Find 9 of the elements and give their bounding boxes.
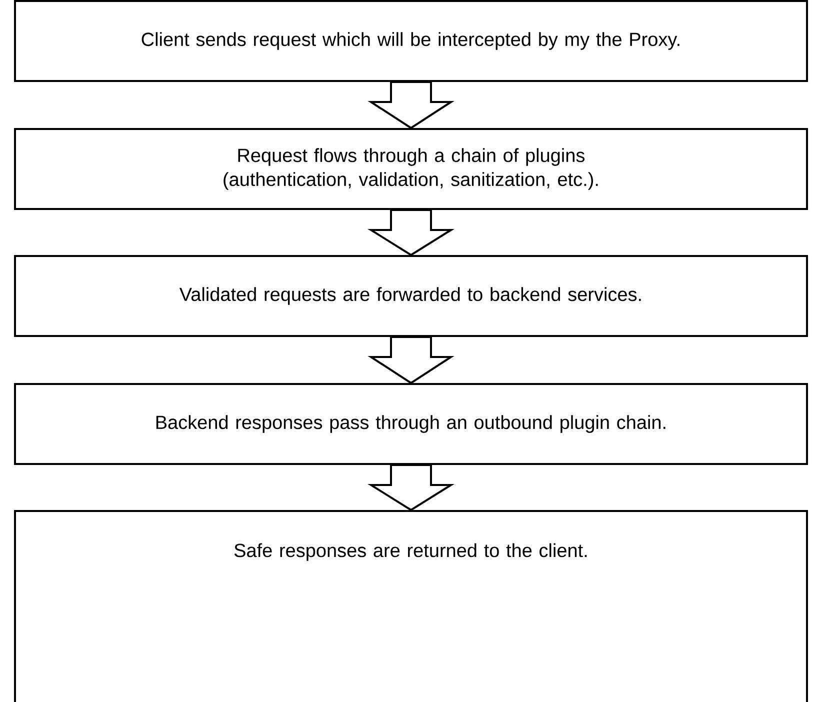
block-arrow [368, 81, 454, 130]
block-arrow [368, 464, 454, 512]
block-arrow [368, 336, 454, 384]
process-box: Validated requests are forwarded to backend services. [14, 255, 808, 337]
process-box: Request flows through a chain of plugins (authentication, validation, sanitization, etc.). [14, 128, 808, 210]
process-box: Client sends request which will be intercepted by my the Proxy. [14, 0, 808, 82]
block-arrow [368, 209, 454, 256]
process-box: Backend responses pass through an outbound plugin chain. [14, 383, 808, 465]
process-box: Safe responses are returned to the client. [14, 510, 808, 702]
